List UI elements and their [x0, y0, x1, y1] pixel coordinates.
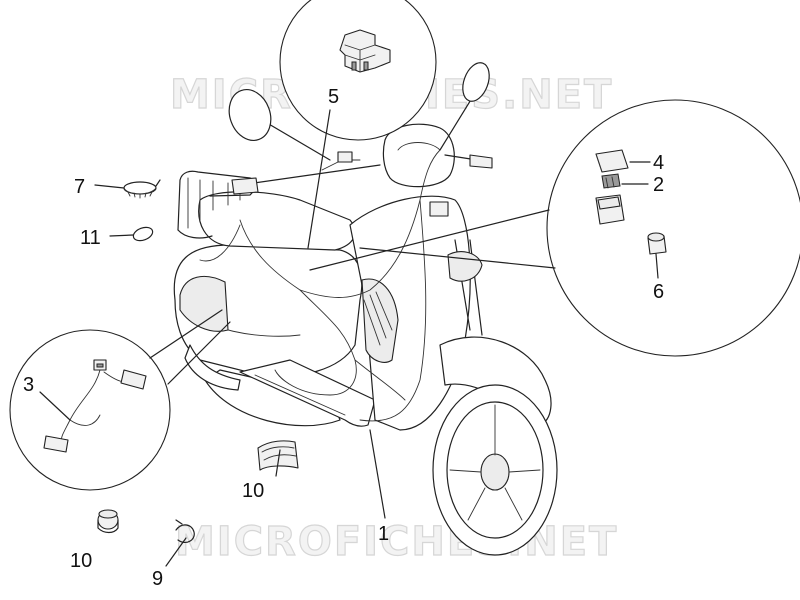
callout-7: 7: [74, 176, 85, 198]
callout-11: 11: [80, 227, 101, 249]
callout-9: 9: [152, 568, 163, 590]
callout-circle-fuse: [309, 99, 800, 357]
callout-2: 2: [653, 174, 664, 196]
callout-10-bottom: 10: [70, 550, 92, 572]
callout-1: 1: [378, 523, 389, 545]
part-clip-9: [175, 519, 195, 544]
callout-10-top: 10: [242, 480, 264, 502]
callout-circle-harness: [9, 309, 231, 491]
part-clamp-7: [123, 179, 161, 199]
scooter-illustration: [173, 62, 558, 556]
callout-4: 4: [653, 152, 664, 174]
leader-lines: [39, 161, 659, 567]
watermark-bottom: MICROFICHES.NET: [175, 519, 618, 565]
callout-3: 3: [23, 374, 34, 396]
callout-circle-relay: [279, 0, 437, 249]
callout-6: 6: [653, 281, 664, 303]
part-sleeve-10-top: [257, 440, 299, 471]
part-ring-11: [132, 226, 154, 242]
part-bushing-10-bottom: [97, 509, 119, 534]
callout-5: 5: [328, 86, 339, 108]
